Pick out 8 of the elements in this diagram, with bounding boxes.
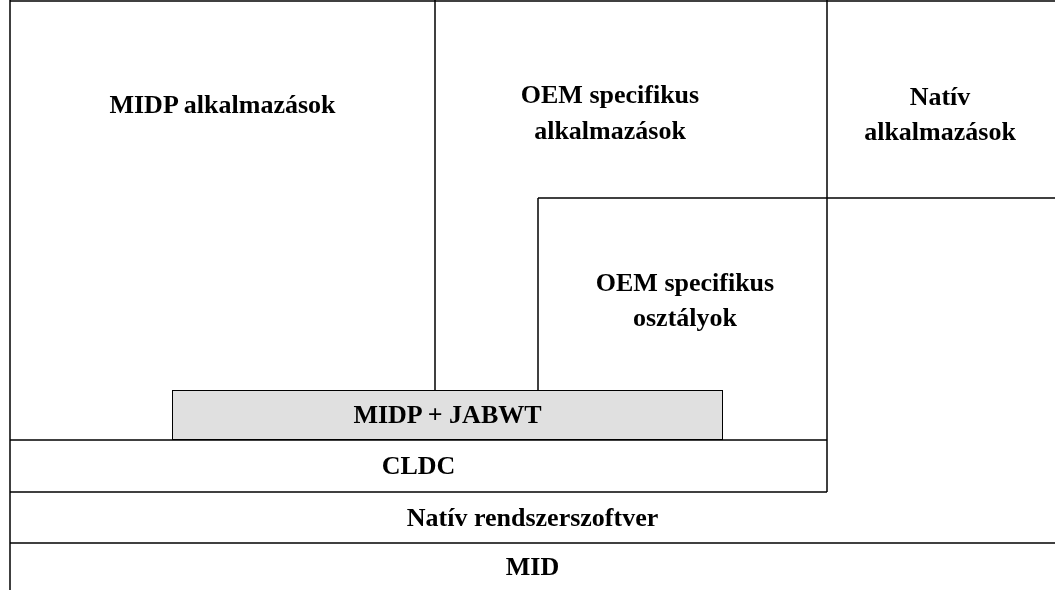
layer-label: MIDP alkalmazások (109, 89, 336, 122)
layer-box: MIDP + JABWT (172, 390, 723, 440)
layer-label: OEM specifikus osztályok (594, 266, 776, 334)
layer-label: OEM specifikus alkalmazások (519, 79, 701, 147)
layer-label: MID (505, 550, 560, 583)
layer-label: Natív rendszerszoftver (406, 501, 659, 534)
layer-label: Natív alkalmazások (863, 80, 1017, 148)
layer-label: CLDC (381, 450, 456, 483)
